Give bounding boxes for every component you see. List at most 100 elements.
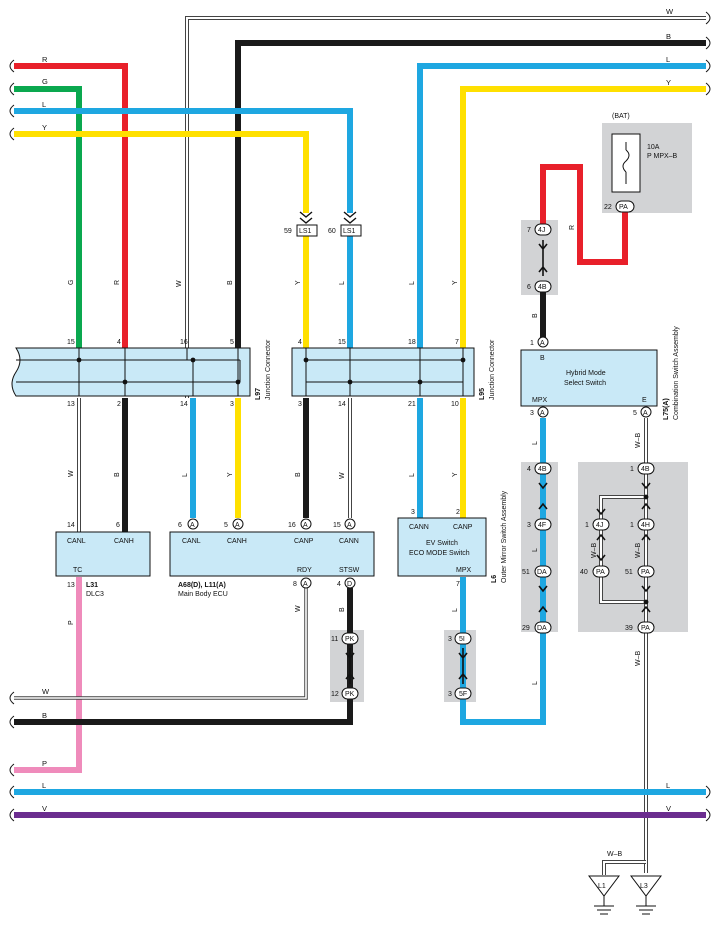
vlabel-wb-ground: W–B [607, 851, 623, 858]
wire-b-top [235, 40, 706, 348]
wire-label-v-right: V [666, 804, 671, 813]
vlabel-y-l95: Y [452, 472, 459, 477]
ecu-n-canl: 6 [178, 522, 182, 529]
dlc3-name: DLC3 [86, 591, 104, 598]
vlabel-l-mpx3: L [532, 681, 539, 685]
vlabel-l-mirror: L [452, 608, 459, 612]
j-mpx-b-n: 3 [527, 522, 531, 529]
ecu-pin-cann: CANN [339, 538, 359, 545]
l97-name: Junction Connector [265, 339, 272, 400]
vlabel-b: B [227, 280, 234, 285]
main-body-ecu: CANL CANH CANP CANN RDY STSW 6 A 5 A 16 … [169, 518, 375, 598]
break-marks-right [705, 11, 711, 822]
break-marks-left [9, 59, 15, 822]
ecu-c-canl-ring [187, 518, 199, 530]
pill-pa-39 [637, 621, 655, 634]
ls1-a-label: LS1 [299, 228, 312, 235]
ecu-pin-canl: CANL [182, 538, 201, 545]
ls1-a-arrow [299, 211, 313, 224]
pill-4j-e [592, 518, 610, 531]
ev-line1: EV Switch [426, 540, 458, 547]
vlabel-l-l95: L [409, 473, 416, 477]
hybrid-c1: A [540, 340, 545, 347]
pill-5f [454, 687, 472, 700]
ecu-pin-stsw: STSW [339, 567, 360, 574]
hybrid-n1: 1 [530, 340, 534, 347]
dlc3-n6: 6 [116, 522, 120, 529]
wire-label-y-right: Y [666, 78, 671, 87]
vlabel-w-l97: W [68, 470, 75, 477]
pill-5i [454, 632, 472, 645]
vlabel-w: W [176, 280, 183, 287]
ground-symbols: L1 L3 [588, 875, 662, 915]
hybrid-c3: A [540, 410, 545, 417]
j-e-p3-c: PA [641, 625, 650, 632]
ecu-pin-rdy: RDY [297, 567, 312, 574]
j-mpx-d-n: 29 [522, 625, 530, 632]
vlabel-b-stsw: B [339, 607, 346, 612]
pill-4f-mpx [534, 518, 552, 531]
ecu-c-canl: A [190, 522, 195, 529]
l95-top-pin-3: 18 [408, 339, 416, 346]
ecu-c-cann: A [347, 522, 352, 529]
ls1-b-box [340, 224, 362, 237]
hybrid-pin-e: E [642, 397, 647, 404]
hybrid-switch-component: B Hybrid Mode Select Switch MPX E 1 A 3 … [520, 326, 680, 420]
ecu-code: A68(D), L11(A) [178, 582, 226, 589]
vlabel-r-bat: R [569, 225, 576, 230]
ground-l1-triangle [588, 875, 620, 897]
wire-w-top-core [186, 17, 706, 398]
hybrid-name: Combination Switch Assembly [673, 326, 680, 420]
ecu-c-canp-ring [300, 518, 312, 530]
ecu-pin-canh: CANH [227, 538, 247, 545]
ecu-c-canp: A [303, 522, 308, 529]
wire-label-b-right: B [666, 32, 671, 41]
pill-4b-bat [534, 280, 552, 293]
j-pk-bot-c: PK [345, 691, 355, 698]
fuse-block: (BAT) 10A P MPX–B PA 22 [604, 113, 678, 213]
l95-bot-pin-3: 21 [408, 401, 416, 408]
ls1-b-arrow [343, 211, 357, 224]
vlabel-r: R [114, 280, 121, 285]
wire-g-left [14, 86, 82, 348]
dlc3-body [55, 531, 151, 577]
j-e-j1-c: 4J [596, 522, 603, 529]
vlabel-y: Y [295, 280, 302, 285]
j-bat-top-c: 4J [538, 227, 545, 234]
joint-labels: 7 4J 6 4B 11 PK 12 PK 3 5I 3 5F 4 4B 3 4… [331, 227, 650, 698]
wire-label-l-left: L [42, 100, 46, 109]
l95-top-pin-4: 7 [455, 339, 459, 346]
vlabel-l2: L [409, 281, 416, 285]
ground-l3-label: L3 [640, 883, 648, 890]
hybrid-line1: Hybrid Mode [566, 370, 606, 377]
l97-top-pin-2: 4 [117, 339, 121, 346]
ecu-n-canh: 5 [224, 522, 228, 529]
pill-pk-bot [341, 687, 359, 700]
wire-l-left [14, 108, 353, 213]
l95-body [291, 347, 475, 397]
ev-body [397, 517, 487, 577]
j-mir-bot-c: 5F [459, 691, 467, 698]
l97-bot-pin-1: 13 [67, 401, 75, 408]
l95-name: Junction Connector [489, 339, 496, 400]
fuse-pin-conn: PA [619, 204, 628, 211]
wire-w-rdy [14, 588, 308, 700]
wire-label-l2-left: L [42, 781, 46, 790]
j-pk-bot-n: 12 [331, 691, 339, 698]
ecu-c-canh: A [235, 522, 240, 529]
j-e-p2-c: PA [641, 569, 650, 576]
vlabel-w-rdy: W [295, 605, 302, 612]
vlabel-p-dlc: P [68, 620, 75, 625]
ls1-connectors: LS1 59 LS1 60 [284, 211, 362, 237]
ls1-a-pin: 59 [284, 228, 292, 235]
pill-pk-top [341, 632, 359, 645]
j-mpx-d-c: DA [537, 625, 547, 632]
wire-wb-ground [602, 860, 646, 875]
l95-top-pin-1: 4 [298, 339, 302, 346]
j-pk-top-n: 11 [331, 636, 338, 643]
ecu-n-canp: 16 [288, 522, 296, 529]
j-e-a-n: 1 [630, 466, 634, 473]
dlc3-component: CANL CANH TC 14 6 13 L31 DLC3 [55, 522, 151, 598]
vlabel-b-mode: B [532, 313, 539, 318]
